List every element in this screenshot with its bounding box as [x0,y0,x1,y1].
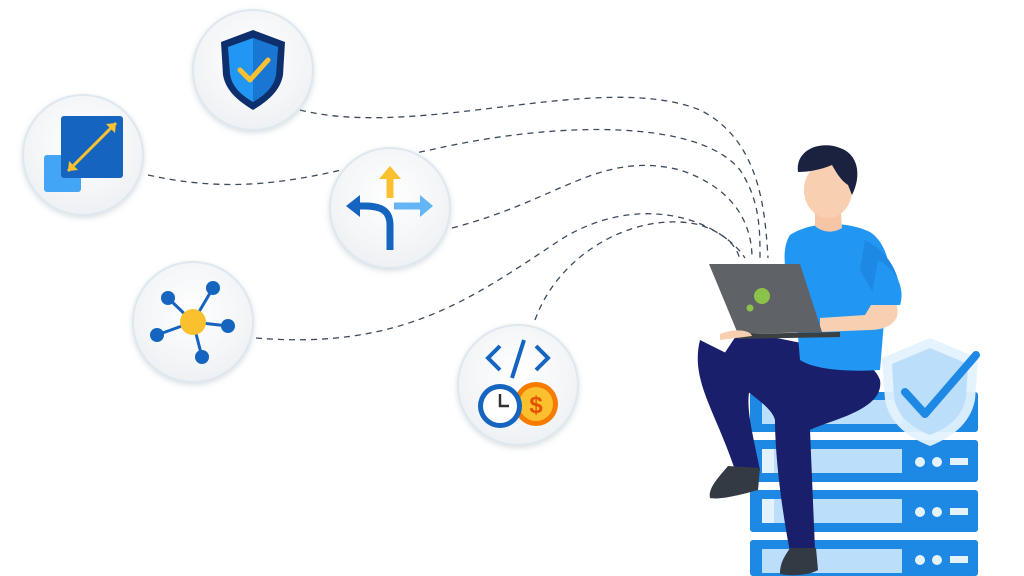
resize-icon [22,94,144,216]
security-shield-icon [882,338,980,446]
code-time-money-icon: $ [457,324,579,446]
connector-fork [451,164,753,259]
fork-arrows-icon [329,147,451,269]
person-with-laptop [697,145,902,576]
connector-code [534,221,741,321]
network-hub-icon [132,261,254,383]
shield-check-icon [192,9,314,131]
svg-text:$: $ [529,392,543,419]
connector-shield [299,96,769,259]
connector-network [255,213,746,341]
connector-lines [147,96,769,341]
connector-resize [147,128,761,259]
